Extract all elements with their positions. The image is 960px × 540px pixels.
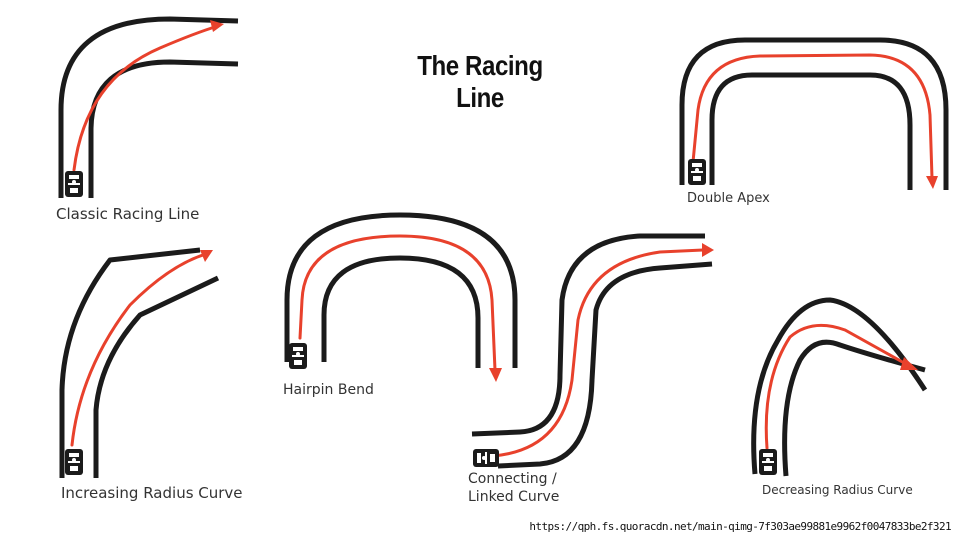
- corner-increasing-radius: [59, 247, 220, 478]
- kart-icon: [65, 449, 83, 475]
- label-connecting: Connecting / Linked Curve: [468, 471, 560, 505]
- label-hairpin: Hairpin Bend: [283, 382, 374, 398]
- racing-line: [491, 248, 705, 458]
- racing-line: [70, 252, 208, 447]
- track-outer-wall: [471, 233, 705, 437]
- arrowhead-icon: [489, 368, 502, 382]
- track-inner-wall: [709, 72, 913, 190]
- racing-line: [298, 234, 497, 372]
- corner-hairpin: [284, 212, 518, 382]
- kart-icon: [688, 159, 706, 185]
- track-inner-wall: [93, 275, 220, 478]
- kart-icon: [759, 449, 777, 475]
- track-outer-wall: [58, 16, 239, 198]
- arrowhead-icon: [926, 176, 938, 189]
- track-outer-wall: [59, 247, 201, 478]
- arrowhead-icon: [210, 20, 224, 32]
- track-inner-wall: [88, 59, 239, 198]
- arrowhead-icon: [900, 357, 918, 370]
- track-inner-wall: [497, 261, 713, 469]
- label-increasing-radius: Increasing Radius Curve: [61, 484, 243, 502]
- kart-icon: [289, 343, 307, 369]
- racing-line: [764, 323, 908, 450]
- arrowhead-icon: [702, 243, 714, 257]
- label-classic: Classic Racing Line: [56, 205, 200, 223]
- kart-icon: [473, 449, 499, 467]
- racing-line: [72, 24, 220, 172]
- corner-connecting: [471, 233, 714, 469]
- label-decreasing-radius: Decreasing Radius Curve: [762, 483, 913, 497]
- corner-classic: [58, 16, 239, 198]
- kart-icon: [65, 171, 83, 197]
- corner-double-apex: [679, 37, 949, 190]
- track-outer-wall: [679, 37, 949, 190]
- track-outer-wall: [751, 297, 928, 475]
- track-outer-wall: [284, 212, 518, 368]
- label-double-apex: Double Apex: [687, 191, 770, 206]
- corner-decreasing-radius: [751, 297, 928, 477]
- track-inner-wall: [782, 339, 926, 477]
- racing-line: [691, 53, 934, 180]
- track-inner-wall: [321, 255, 481, 368]
- page-title: The Racing Line: [417, 50, 543, 113]
- source-url: https://qph.fs.quoracdn.net/main-qimg-7f…: [529, 520, 951, 533]
- arrowhead-icon: [200, 250, 213, 262]
